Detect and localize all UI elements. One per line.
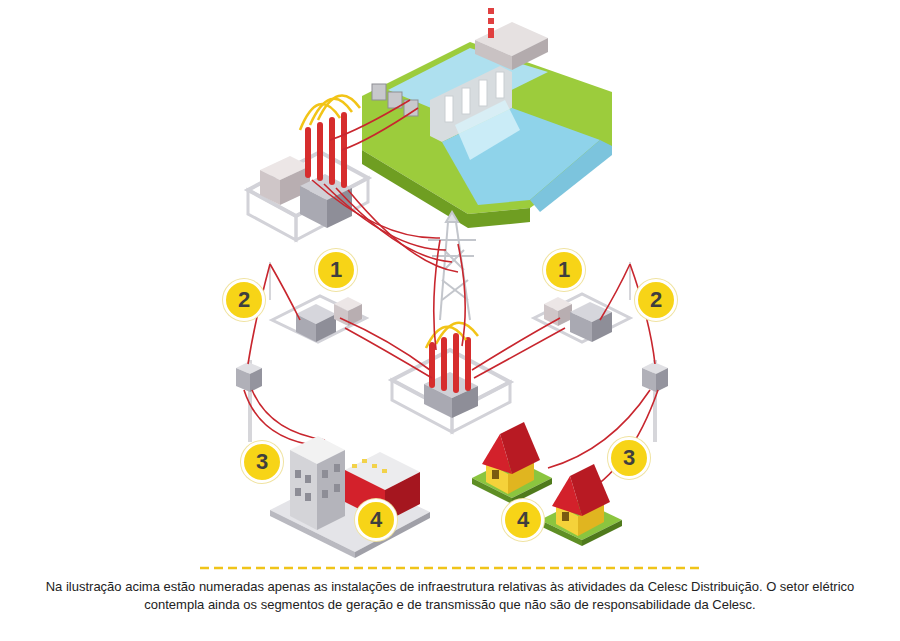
illustration-shape (260, 170, 280, 205)
illustration-shape (305, 475, 311, 483)
illustration-shape (322, 470, 328, 478)
illustration-shape (272, 296, 366, 342)
illustration-shape (352, 459, 387, 473)
illustration-shape (488, 14, 494, 18)
illustration-shape (455, 100, 520, 160)
illustration-shape (429, 345, 435, 385)
illustration-shape (252, 390, 325, 440)
illustration-shape (465, 340, 471, 388)
illustration-shape (458, 244, 465, 346)
dashed-divider (200, 567, 700, 570)
illustration-shape (362, 42, 612, 214)
illustration-shape (352, 464, 357, 468)
illustration-shape (305, 493, 311, 501)
substation-left (272, 296, 366, 342)
illustration-shape (348, 190, 458, 272)
illustration-shape (345, 328, 432, 378)
illustration-shape (475, 40, 512, 70)
illustration-shape (492, 470, 499, 479)
illustration-shape (445, 96, 453, 122)
illustration-shape (322, 490, 328, 498)
distribution-substation (392, 323, 510, 432)
illustration-shape (317, 450, 345, 530)
illustration-shape (250, 368, 262, 392)
illustration-shape (336, 188, 452, 262)
callout-number: 4 (355, 499, 397, 541)
illustration-shape (305, 130, 311, 175)
illustration-shape (512, 38, 548, 70)
callout-number: 2 (223, 279, 265, 321)
step-up-substation (248, 96, 368, 241)
illustration-shape (295, 488, 301, 496)
illustration-shape (500, 422, 540, 474)
illustration-shape (334, 464, 340, 472)
illustration-shape (372, 84, 386, 100)
illustration-shape (642, 368, 656, 392)
illustration-shape (317, 125, 323, 178)
illustration-shape (436, 323, 478, 344)
illustration-shape (472, 318, 560, 370)
power-wires (244, 100, 658, 496)
illustration-shape (453, 336, 459, 390)
illustration-shape (424, 384, 452, 418)
callout-number: 1 (543, 249, 585, 291)
illustration-shape (308, 115, 344, 185)
illustration-shape (372, 84, 418, 116)
illustration-shape (534, 294, 630, 342)
illustration-shape (558, 304, 572, 326)
illustration-shape (329, 120, 335, 182)
factory (270, 436, 430, 558)
illustration-shape (334, 304, 348, 326)
illustration-shape (488, 24, 494, 28)
illustration-shape (530, 140, 612, 212)
illustration-shape (300, 96, 360, 131)
illustration-shape (434, 240, 440, 350)
illustration-shape (236, 368, 250, 392)
illustration-shape (570, 464, 610, 516)
illustration-shape (462, 88, 470, 114)
illustration-shape (382, 469, 387, 473)
illustration-shape (310, 99, 352, 125)
callout-number: 1 (315, 249, 357, 291)
illustration-shape (342, 108, 418, 150)
callout-number: 2 (635, 279, 677, 321)
illustration-shape (334, 484, 340, 492)
illustration-shape (488, 8, 494, 38)
substation-right (534, 294, 630, 342)
callout-number: 4 (502, 499, 544, 541)
illustration-shape (318, 96, 360, 121)
illustration-shape (428, 239, 476, 241)
illustration-shape (300, 186, 327, 228)
illustration-shape (474, 328, 565, 378)
illustration-shape (562, 512, 569, 521)
houses (472, 422, 622, 546)
hydro-dam (362, 8, 612, 228)
illustration-shape (362, 459, 367, 463)
illustration-shape (441, 340, 447, 388)
illustration-shape (290, 450, 317, 530)
callout-number: 3 (241, 441, 283, 483)
illustration-shape (496, 72, 504, 98)
caption-note: Na ilustração acima estão numeradas apen… (40, 578, 860, 614)
callout-number: 3 (608, 437, 650, 479)
illustration-shape (479, 80, 487, 106)
illustration-shape (295, 470, 301, 478)
illustration-shape (600, 264, 630, 320)
illustration-shape (570, 312, 592, 342)
illustration-shape (440, 222, 448, 320)
illustration-shape (446, 212, 458, 222)
illustration-shape (295, 464, 340, 501)
illustration-shape (316, 314, 336, 342)
illustration-shape (656, 368, 668, 392)
illustration-shape (340, 318, 430, 370)
illustration-shape (270, 264, 300, 320)
illustration-shape (372, 464, 377, 468)
illustration-shape (312, 180, 440, 238)
